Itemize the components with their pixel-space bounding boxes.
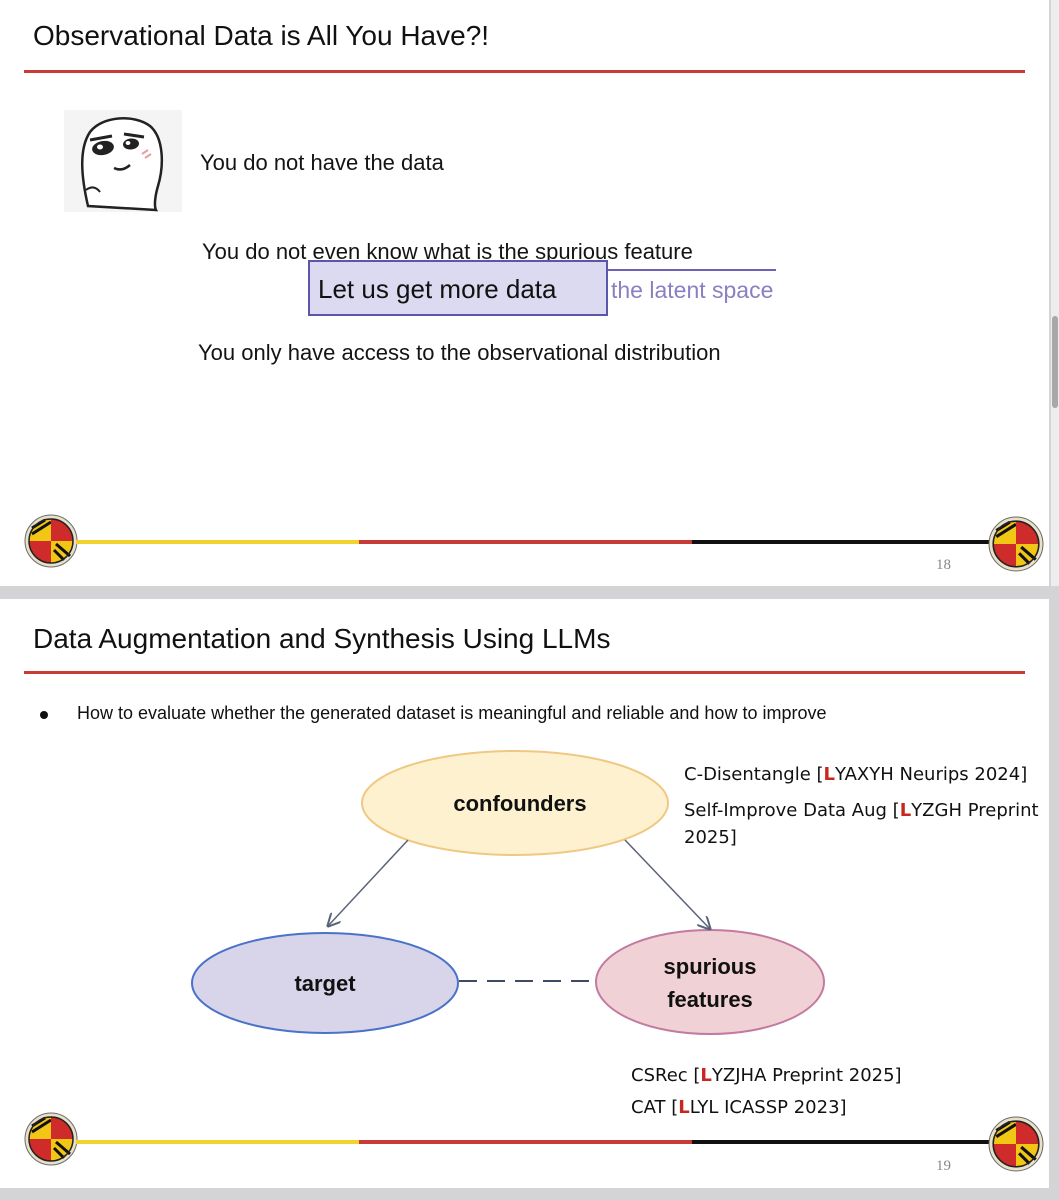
spurious-node	[595, 929, 825, 1035]
edge-confounders-spurious	[624, 839, 710, 929]
target-node	[191, 932, 459, 1034]
slide-title: Observational Data is All You Have?!	[33, 20, 490, 51]
causal-diagram	[191, 750, 825, 1035]
bullet-dot	[40, 711, 48, 719]
footer-bar-red	[359, 1140, 692, 1144]
bullet-text: How to evaluate whether the generated da…	[77, 703, 827, 723]
ref-c-disentangle: C-Disentangle [LYAXYH Neurips 2024]	[684, 764, 1028, 785]
footer-bar-black	[692, 540, 990, 544]
footer-bar-red	[359, 540, 692, 544]
text-observational: You only have access to the observationa…	[198, 340, 721, 365]
ref-self-improve-year: 2025]	[684, 827, 737, 848]
title-rule	[24, 671, 1025, 674]
footer-bar-black	[692, 1140, 990, 1144]
footer-bar-yellow	[76, 1140, 359, 1144]
spurious-label-line2: features	[667, 987, 753, 1012]
title-rule	[24, 70, 1025, 73]
slide-19: Data Augmentation and Synthesis Using LL…	[0, 599, 1049, 1188]
ref-cat: CAT [LLYL ICASSP 2023]	[631, 1097, 847, 1118]
page-number: 18	[936, 557, 951, 573]
text-latent-space: the latent space	[611, 277, 774, 303]
slide-title: Data Augmentation and Synthesis Using LL…	[33, 623, 611, 654]
confounders-label: confounders	[453, 791, 587, 816]
confounders-node	[361, 750, 669, 856]
umd-seal-right-icon	[988, 1116, 1044, 1172]
scrollbar-track[interactable]	[1051, 0, 1059, 586]
target-label: target	[294, 971, 356, 996]
umd-seal-left-icon	[24, 514, 78, 568]
umd-seal-right-icon	[988, 516, 1044, 572]
text-no-data: You do not have the data	[200, 150, 444, 175]
spurious-label-line1: spurious	[663, 954, 757, 979]
popup-box: Let us get more data	[308, 260, 608, 316]
ref-csrec: CSRec [LYZJHA Preprint 2025]	[631, 1065, 902, 1086]
meme-face-icon	[64, 110, 182, 212]
ref-self-improve: Self-Improve Data Aug [LYZGH Preprint	[684, 800, 1039, 821]
edge-confounders-target	[328, 839, 409, 926]
umd-seal-left-icon	[24, 1112, 78, 1166]
footer-bar-yellow	[76, 540, 359, 544]
page-number: 19	[936, 1158, 951, 1174]
text-no-spurious-feature: You do not even know what is the spuriou…	[202, 239, 693, 264]
slide-18: Observational Data is All You Have?! You…	[0, 0, 1049, 586]
scrollbar-thumb[interactable]	[1052, 316, 1058, 408]
